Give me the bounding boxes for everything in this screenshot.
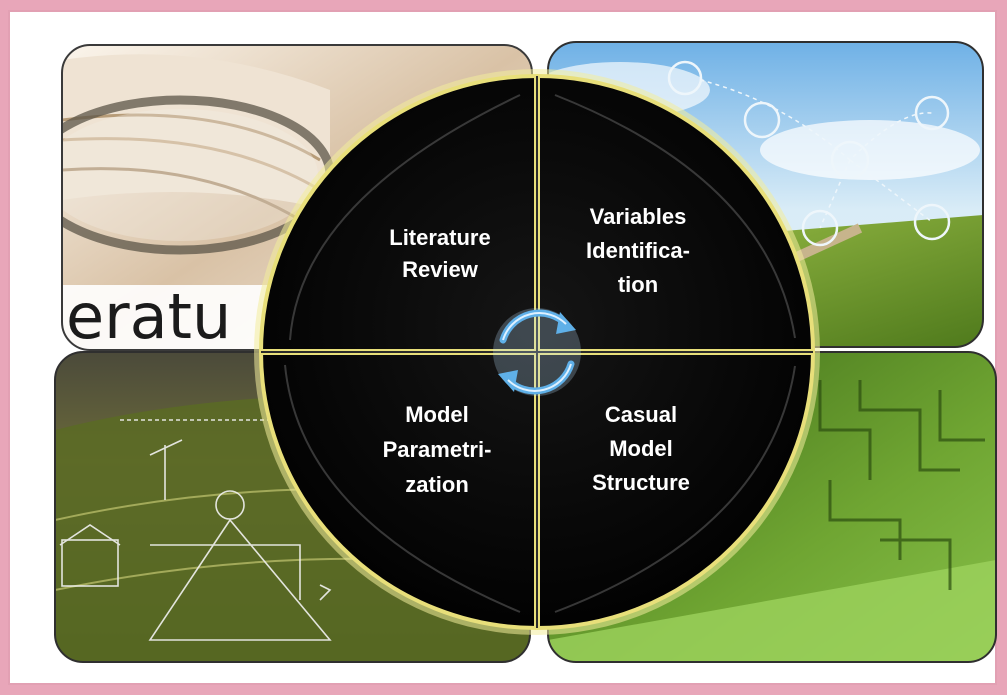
quadrant-literature-review: Literature Review [389, 225, 490, 282]
quadrant-label-line: Model [405, 402, 469, 427]
background-banner-text: eratu [66, 280, 231, 353]
quadrant-label-line: zation [405, 472, 469, 497]
quadrant-label-line: Variables [590, 204, 687, 229]
quadrant-label-line: Parametri- [383, 437, 492, 462]
quadrant-label-line: tion [618, 272, 658, 297]
quadrant-label-line: Structure [592, 470, 690, 495]
circular-arrows-icon [493, 308, 581, 396]
quadrant-label-line: Literature [389, 225, 490, 250]
quadrant-label-line: Review [402, 257, 479, 282]
quadrant-casual-model-structure: Casual Model Structure [592, 402, 690, 495]
quadrant-label-line: Casual [605, 402, 677, 427]
quadrant-label-line: Model [609, 436, 673, 461]
cycle-disc [254, 69, 820, 635]
quadrant-label-line: Identifica- [586, 238, 690, 263]
quadrant-model-parametrization: Model Parametri- zation [383, 402, 492, 497]
quadrant-variables-identification: Variables Identifica- tion [586, 204, 690, 297]
